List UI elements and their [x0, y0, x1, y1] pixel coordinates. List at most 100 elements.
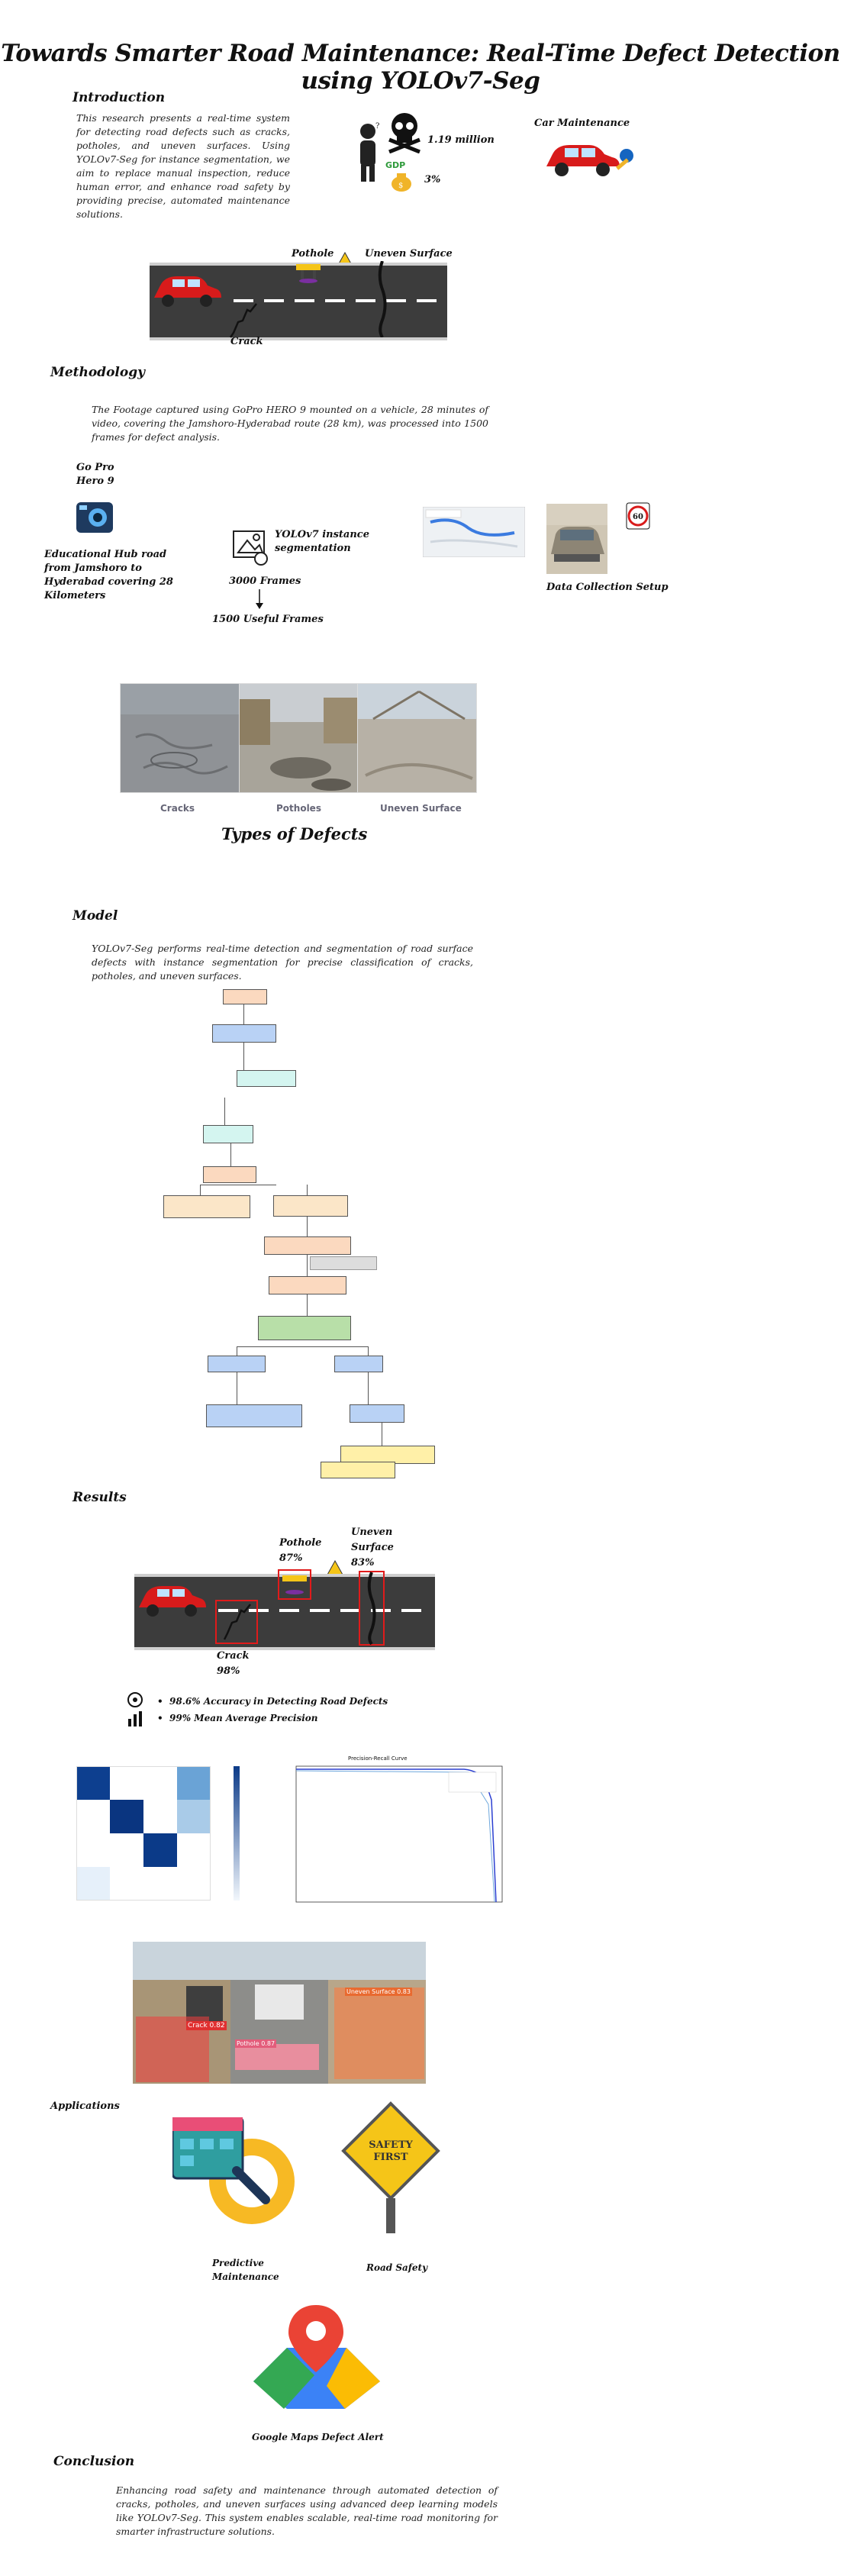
money-bag-icon: $ — [392, 173, 411, 192]
crack-detection-label: Crack 0.82 — [186, 2021, 227, 2030]
uneven-surface-mark — [378, 261, 387, 337]
road-crack-label: Crack — [230, 336, 263, 347]
intro-text: This research presents a real-time syste… — [76, 112, 290, 220]
pothole-detection-label: Pothole 0.87 — [235, 2039, 277, 2048]
car-icon — [154, 276, 221, 307]
predictive-maintenance-icon — [172, 2117, 295, 2224]
methodology-heading: Methodology — [50, 365, 145, 380]
crack-detection-box — [215, 1600, 258, 1644]
pothole-mask — [235, 2044, 319, 2070]
flow-node-concat — [264, 1236, 351, 1255]
model-text: YOLOv7-Seg performs real-time detection … — [92, 943, 473, 982]
flow-node-conv — [237, 1070, 296, 1087]
model-heading: Model — [72, 908, 118, 924]
flow-node-det-head — [334, 1356, 383, 1372]
result-crack-label: Crack 98% — [217, 1649, 250, 1679]
result-crack-name: Crack — [217, 1650, 250, 1662]
speed-limit-text: 60 — [633, 513, 643, 521]
road-uneven-label: Uneven Surface — [365, 248, 453, 260]
deaths-stat: 1.19 million — [427, 134, 495, 146]
flow-node-output — [321, 1462, 395, 1478]
cm-colorbar — [234, 1766, 240, 1901]
poster-title: Towards Smarter Road Maintenance: Real-T… — [1, 40, 840, 95]
down-arrow-icon — [256, 589, 263, 609]
flow-node-spp — [163, 1195, 250, 1218]
cm-cell — [177, 1766, 211, 1800]
result-bullet-accuracy-text: 98.6% Accuracy in Detecting Road Defects — [169, 1696, 388, 1707]
uneven-mask — [334, 1988, 424, 2079]
skull-crossbones-icon — [388, 113, 420, 153]
speed-limit-sign: 60 — [626, 502, 650, 530]
result-uneven-pct: 83% — [351, 1557, 375, 1568]
flow-node-pan — [269, 1276, 346, 1294]
flow-node-masks — [206, 1404, 302, 1427]
flow-node-neck — [203, 1166, 256, 1183]
detection-photos: Crack 0.82 Pothole 0.87 Uneven Surface 0… — [133, 1942, 426, 2084]
pothole-barrier-icon — [296, 264, 321, 283]
vehicle-photo — [546, 504, 607, 574]
useful-frames-label: 1500 Useful Frames — [212, 614, 324, 625]
methodology-text: The Footage captured using GoPro HERO 9 … — [92, 404, 488, 443]
flow-node-boxes — [350, 1404, 404, 1423]
cm-cell — [76, 1867, 110, 1901]
crack-photo — [120, 683, 240, 793]
bar-chart-icon — [128, 1711, 142, 1726]
flow-node-backbone — [212, 1024, 276, 1043]
applications-heading: Applications — [50, 2100, 120, 2112]
flow-node-input — [223, 989, 267, 1004]
pothole-photo — [239, 683, 359, 793]
result-uneven-name: Uneven Surface — [351, 1527, 394, 1553]
uneven-caption: Uneven Surface — [380, 803, 462, 814]
detection-sky — [133, 1942, 426, 1980]
result-uneven-label: Uneven Surface 83% — [351, 1525, 397, 1571]
potholes-caption: Potholes — [276, 803, 321, 814]
flow-node-residual — [203, 1125, 253, 1143]
gdp-stat: 3% — [424, 174, 441, 185]
uneven-surface-photo — [357, 683, 477, 793]
road-pothole-label: Pothole — [292, 248, 334, 260]
gdp-label: GDP — [385, 160, 406, 170]
road-safety-label: Road Safety — [366, 2262, 428, 2273]
defect-types-heading: Types of Defects — [221, 824, 368, 843]
yolo-label: YOLOv7 instance segmentation — [275, 529, 369, 554]
intro-heading: Introduction — [72, 90, 166, 105]
gopro-label: Go Pro Hero 9 — [76, 462, 114, 487]
maps-alert-label: Google Maps Defect Alert — [252, 2432, 384, 2442]
flow-node-fpn — [273, 1195, 348, 1217]
google-maps-icon — [253, 2305, 380, 2409]
cm-cell — [110, 1800, 143, 1833]
route-label: Educational Hub road from Jamshoro to Hy… — [44, 549, 173, 601]
person-icon: ? — [360, 122, 379, 182]
svg-text:$: $ — [398, 182, 403, 190]
car-maintenance-label: Car Maintenance — [534, 118, 630, 129]
result-bullet-accuracy: • 98.6% Accuracy in Detecting Road Defec… — [157, 1696, 388, 1707]
uneven-detection-box — [359, 1571, 385, 1646]
results-car-icon — [139, 1586, 206, 1617]
predictive-label: Predictive Maintenance — [212, 2258, 279, 2282]
pothole-detection-box — [278, 1569, 311, 1600]
warning-icon-results — [327, 1560, 343, 1575]
cm-cell — [76, 1766, 110, 1800]
result-pothole-label: Pothole 87% — [279, 1536, 321, 1566]
detection-van — [255, 1984, 304, 2020]
segmentation-icon — [233, 530, 268, 566]
svg-text:SAFETY: SAFETY — [369, 2139, 413, 2151]
result-pothole-name: Pothole — [279, 1537, 322, 1549]
pr-curve-title: Precision-Recall Curve — [348, 1755, 408, 1762]
route-map-image — [423, 507, 525, 557]
svg-text:FIRST: FIRST — [373, 2152, 408, 2163]
result-bullet-map-text: 99% Mean Average Precision — [169, 1713, 318, 1723]
architecture-diagram — [160, 985, 435, 1469]
result-crack-pct: 98% — [217, 1665, 240, 1677]
pr-curve-chart — [295, 1765, 503, 1903]
data-setup-label: Data Collection Setup — [546, 582, 669, 593]
flow-node-seg-head — [208, 1356, 266, 1372]
result-bullet-map: • 99% Mean Average Precision — [157, 1713, 318, 1723]
cracks-caption: Cracks — [160, 803, 195, 814]
cm-frame — [76, 1766, 211, 1901]
cm-cell — [143, 1833, 177, 1867]
result-pothole-pct: 87% — [279, 1552, 303, 1564]
flow-note — [310, 1256, 377, 1270]
frames-label: 3000 Frames — [229, 575, 301, 587]
results-heading: Results — [72, 1490, 127, 1505]
